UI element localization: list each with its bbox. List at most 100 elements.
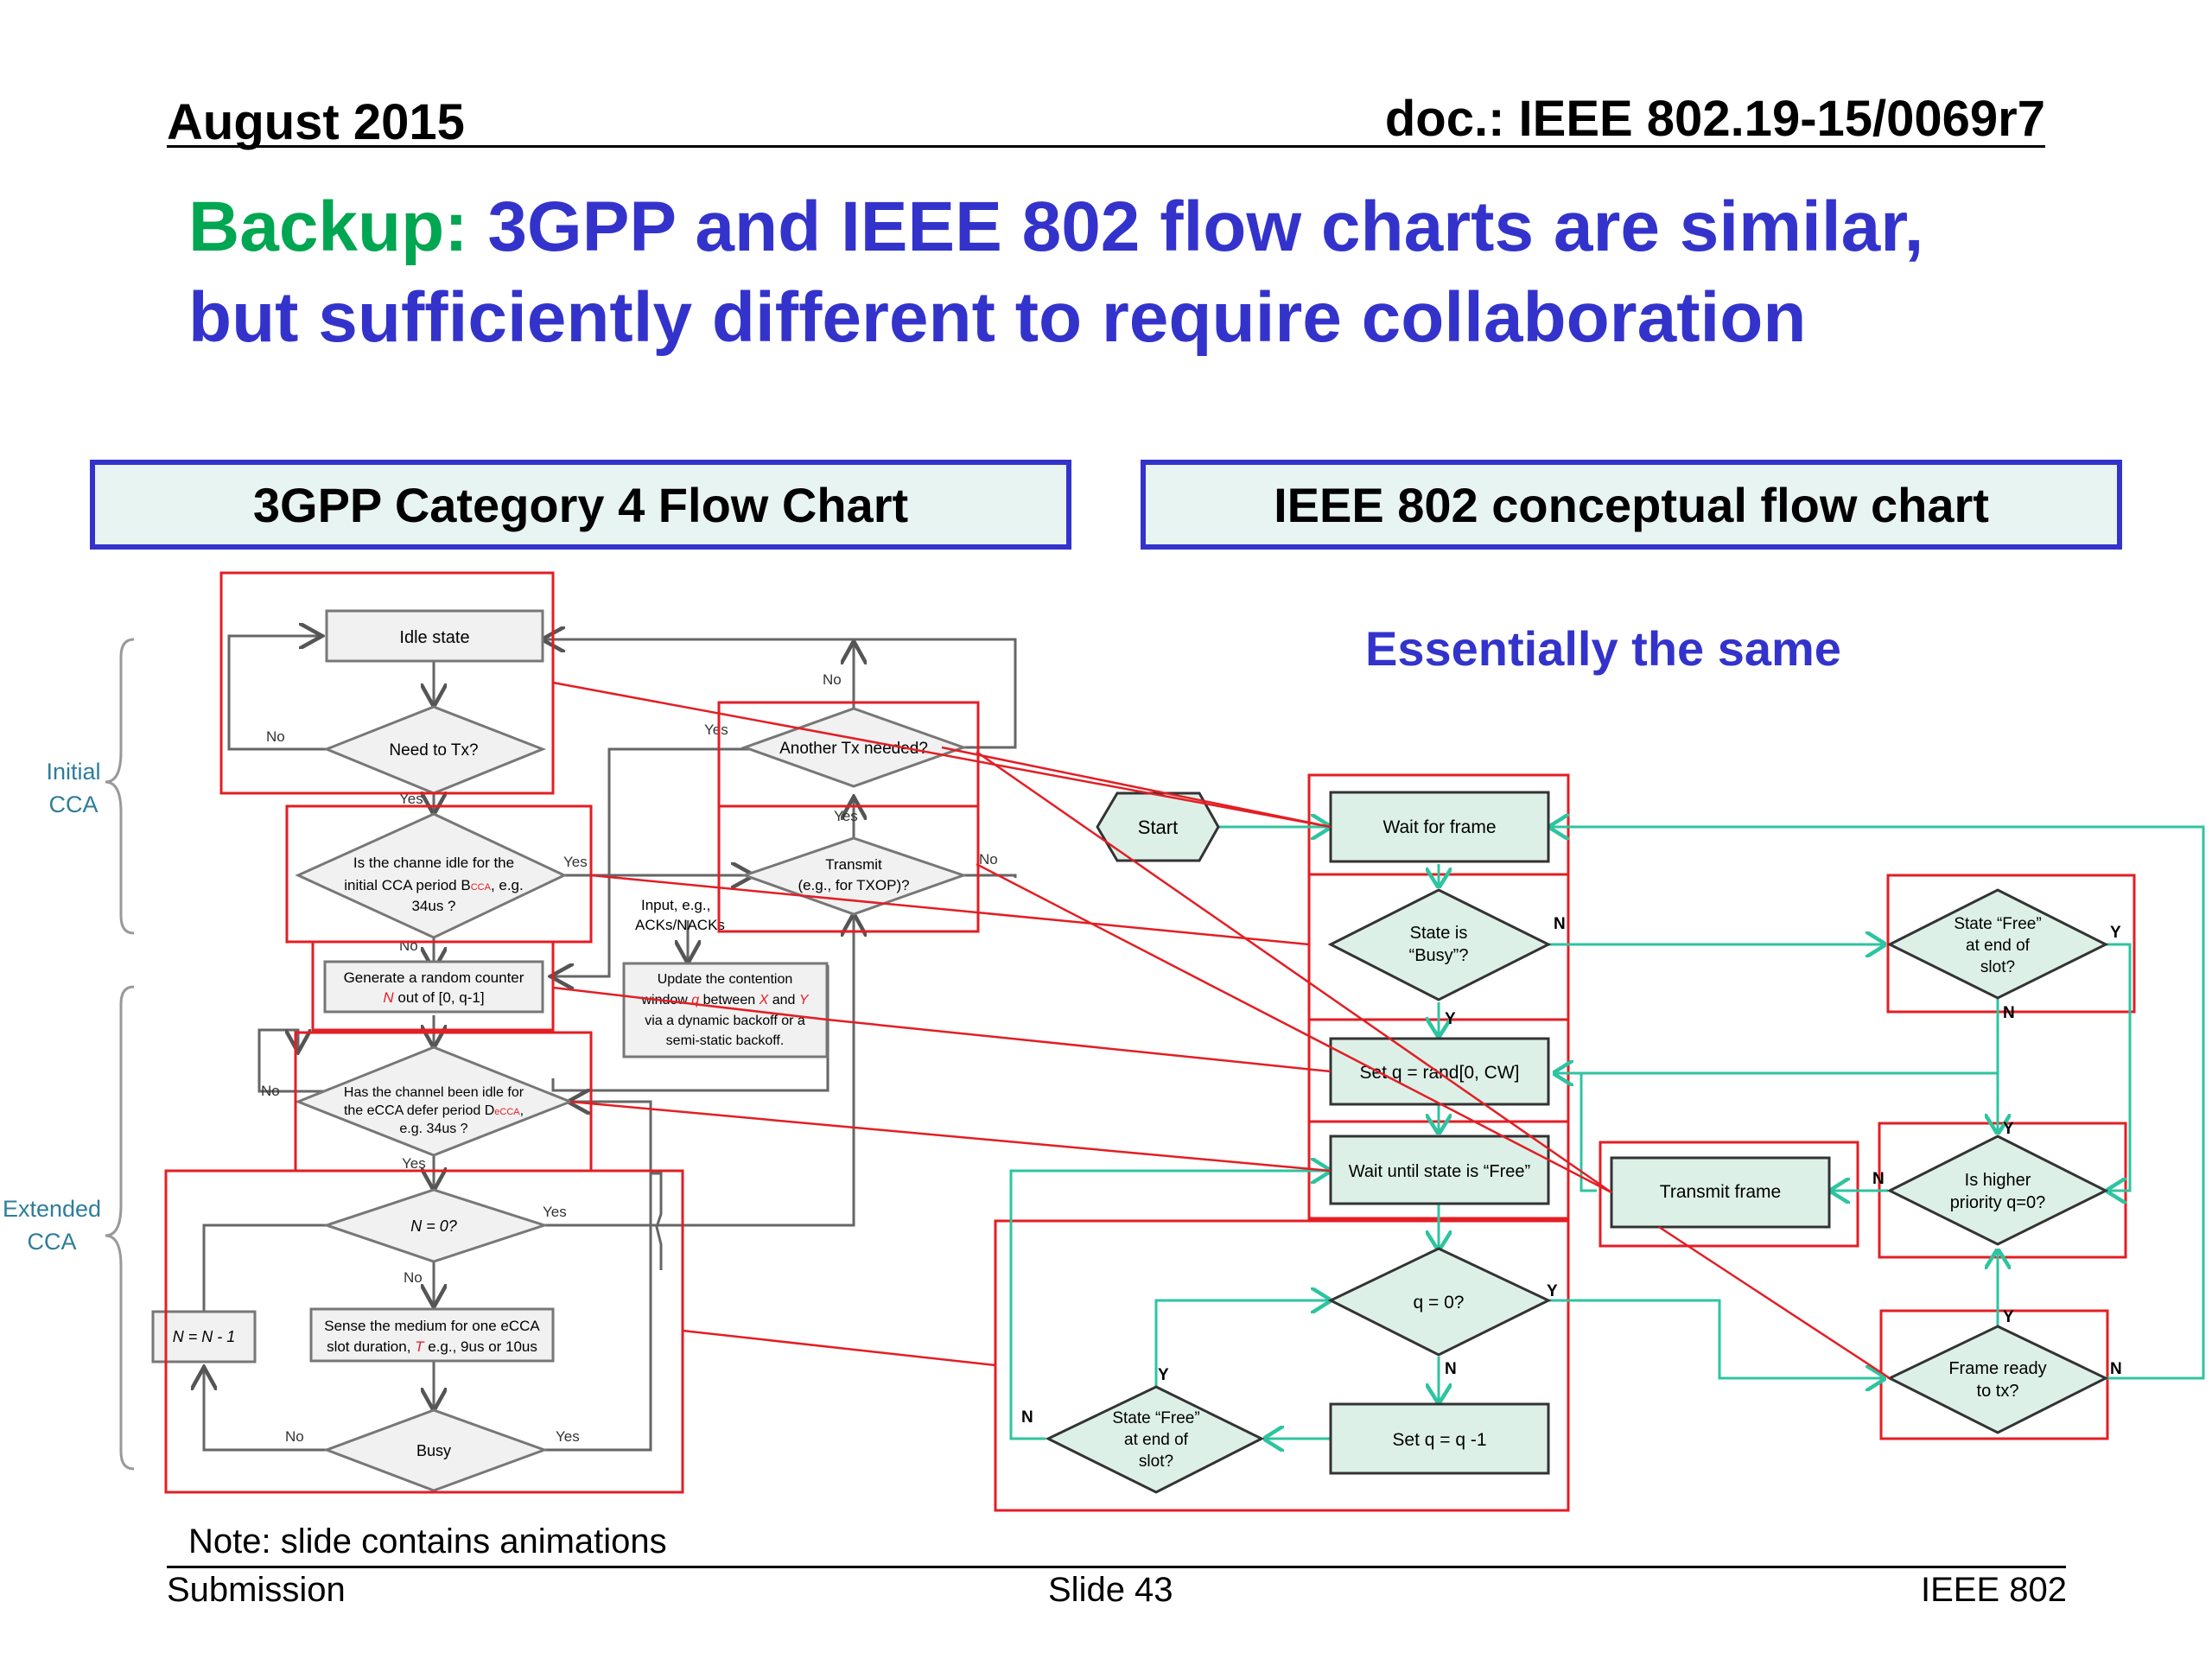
svg-text:Yes: Yes <box>563 854 588 870</box>
gpp-node-busy: Busy <box>322 1408 549 1492</box>
ieee-node-start: Start <box>1096 791 1220 862</box>
svg-text:at end of: at end of <box>1124 1431 1189 1449</box>
footer-submission: Submission <box>167 1571 346 1609</box>
panel-title-ieee: IEEE 802 conceptual flow chart <box>1141 460 2122 550</box>
ieee-node-state-busy: State is “Busy”? <box>1327 888 1552 1001</box>
svg-text:N = 0?: N = 0? <box>410 1217 457 1235</box>
svg-text:N: N <box>2110 1360 2122 1378</box>
header-date: August 2015 <box>167 94 465 150</box>
ieee-node-state-free-left: State “Free” at end of slot? <box>1045 1385 1265 1494</box>
svg-text:Y: Y <box>1158 1366 1169 1384</box>
ieee-node-state-free-right: State “Free” at end of slot? <box>1886 888 2109 1000</box>
footer-slide-number: Slide 43 <box>1048 1571 1173 1609</box>
svg-text:Wait for frame: Wait for frame <box>1382 817 1496 837</box>
ieee-connectors <box>1009 827 2205 1439</box>
svg-text:Yes: Yes <box>543 1204 567 1220</box>
svg-text:State is: State is <box>1410 924 1468 943</box>
svg-text:Y: Y <box>2003 1308 2014 1326</box>
gpp-node-another-tx: Another Tx needed? <box>741 707 968 788</box>
ieee-node-wait-frame: Wait for frame <box>1329 791 1550 863</box>
svg-text:Y: Y <box>2003 1120 2014 1138</box>
gpp-node-idle-check: Is the channe idle for the initial CCA p… <box>295 812 568 939</box>
gpp-input-label: Input, e.g., ACKs/NACKs <box>635 897 725 933</box>
ieee-node-transmit: Transmit frame <box>1610 1156 1831 1229</box>
gpp-node-ecca-check: Has the channel been idle for the eCCA d… <box>294 1046 575 1157</box>
svg-text:Is higher: Is higher <box>1965 1171 2031 1190</box>
gpp-node-generate-counter: Generate a random counter N out of [0, q… <box>323 960 544 1014</box>
svg-text:State “Free”: State “Free” <box>1954 915 2041 933</box>
title-line-2: but sufficiently different to require co… <box>188 278 1807 357</box>
svg-text:semi-static backoff.: semi-static backoff. <box>666 1033 785 1048</box>
svg-text:Y: Y <box>1547 1282 1558 1300</box>
svg-text:“Busy”?: “Busy”? <box>1409 946 1469 965</box>
header-rule <box>167 145 2045 148</box>
svg-text:N: N <box>1554 915 1566 933</box>
svg-text:34us ?: 34us ? <box>411 898 455 914</box>
footer-org: IEEE 802 <box>1920 1571 2067 1609</box>
gpp-idle-text: Idle state <box>399 628 469 647</box>
svg-text:via a dynamic backoff or a: via a dynamic backoff or a <box>645 1014 805 1028</box>
svg-text:N: N <box>1872 1170 1885 1188</box>
slide-title: Backup: 3GPP and IEEE 802 flow charts ar… <box>188 181 2133 363</box>
svg-text:N = N - 1: N = N - 1 <box>173 1328 236 1345</box>
svg-text:Yes: Yes <box>556 1428 580 1445</box>
svg-text:Update the contention: Update the contention <box>658 972 793 987</box>
svg-text:Set q = q -1: Set q = q -1 <box>1392 1430 1486 1450</box>
svg-text:No: No <box>285 1428 304 1445</box>
brace-extended-cca <box>105 985 135 1471</box>
svg-text:Need to Tx?: Need to Tx? <box>389 741 478 760</box>
svg-text:slot?: slot? <box>1139 1452 1173 1471</box>
gpp-branch-labels: No Yes No Yes Yes Yes No No No Yes Yes N… <box>261 671 998 1445</box>
svg-text:Has the channel been idle for: Has the channel been idle for <box>344 1085 524 1100</box>
gpp-node-n-zero: N = 0? <box>322 1188 549 1263</box>
ieee-node-set-q: Set q = rand[0, CW] <box>1329 1037 1550 1106</box>
ieee-node-frame-ready: Frame ready to tx? <box>1886 1325 2109 1434</box>
svg-text:Extended: Extended <box>3 1196 101 1222</box>
gpp-node-transmit: Transmit (e.g., for TXOP)? <box>741 836 968 916</box>
svg-text:to tx?: to tx? <box>1977 1382 2019 1401</box>
svg-text:Yes: Yes <box>834 808 858 824</box>
gpp-brace-labels: Initial CCA Extended CCA <box>3 759 101 1255</box>
gpp-node-update-cw: Update the contention window q between X… <box>622 962 829 1058</box>
svg-text:Yes: Yes <box>402 1155 426 1172</box>
svg-text:No: No <box>399 938 418 954</box>
svg-text:No: No <box>823 671 842 688</box>
svg-text:Y: Y <box>2110 924 2121 942</box>
svg-text:slot?: slot? <box>1980 958 2015 976</box>
ieee-branch-labels: N Y Y N Y N Y N Y N Y N <box>1021 915 2122 1427</box>
svg-text:Is the channe idle for the: Is the channe idle for the <box>353 855 514 871</box>
essentially-same-label: Essentially the same <box>1365 621 1841 676</box>
svg-text:ACKs/NACKs: ACKs/NACKs <box>635 917 725 933</box>
panel-title-3gpp: 3GPP Category 4 Flow Chart <box>90 460 1071 550</box>
title-accent: Backup: <box>188 188 468 266</box>
svg-text:No: No <box>266 728 285 745</box>
svg-text:Start: Start <box>1138 817 1178 838</box>
ieee-node-wait-free: Wait until state is “Free” <box>1329 1135 1550 1205</box>
brace-initial-cca <box>105 638 135 935</box>
svg-text:CCA: CCA <box>27 1229 76 1255</box>
svg-text:Transmit: Transmit <box>825 856 882 873</box>
svg-text:e.g. 34us ?: e.g. 34us ? <box>399 1122 467 1136</box>
svg-text:priority q=0?: priority q=0? <box>1950 1193 2046 1212</box>
svg-text:Transmit frame: Transmit frame <box>1660 1182 1781 1202</box>
title-line-1: 3GPP and IEEE 802 flow charts are simila… <box>487 188 1924 266</box>
svg-text:Busy: Busy <box>416 1442 451 1459</box>
svg-text:initial CCA period BCCA, e.g.: initial CCA period BCCA, e.g. <box>344 877 524 893</box>
svg-text:q = 0?: q = 0? <box>1414 1293 1465 1313</box>
ieee-node-set-q-dec: Set q = q -1 <box>1329 1402 1550 1475</box>
ieee-node-higher-priority: Is higher priority q=0? <box>1886 1135 2109 1246</box>
gpp-node-n-decrement: N = N - 1 <box>151 1310 257 1363</box>
mapping-lines <box>552 681 1891 1380</box>
svg-text:N: N <box>2003 1004 2015 1022</box>
svg-text:No: No <box>404 1269 423 1286</box>
svg-text:Wait until state is “Free”: Wait until state is “Free” <box>1349 1162 1530 1181</box>
svg-text:CCA: CCA <box>48 791 98 817</box>
footer-rule <box>167 1566 2066 1568</box>
footer-note: Note: slide contains animations <box>188 1522 667 1560</box>
svg-text:Initial: Initial <box>46 759 100 785</box>
gpp-node-idle-state: Idle state <box>325 609 544 663</box>
svg-text:No: No <box>979 851 998 868</box>
svg-text:N: N <box>1445 1360 1457 1378</box>
svg-text:N: N <box>1021 1408 1033 1427</box>
